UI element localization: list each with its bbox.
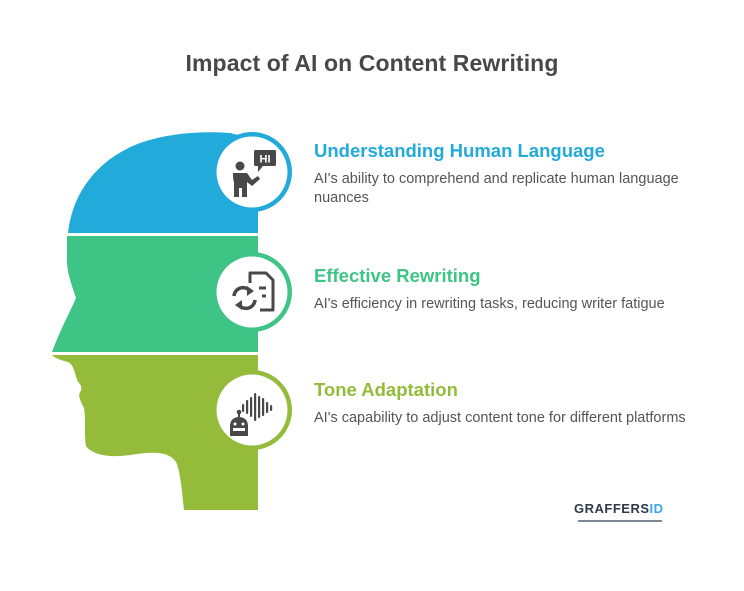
item-description: AI's efficiency in rewriting tasks, redu… xyxy=(314,296,665,312)
logo-brand: GRAFFERSID xyxy=(574,501,664,516)
logo-brand-accent: ID xyxy=(649,501,664,516)
document-refresh-icon xyxy=(232,271,275,312)
item-description: AI's ability to comprehend and replicate… xyxy=(314,171,679,206)
item-tone-adaptation: Tone Adaptation AI's capability to adjus… xyxy=(314,379,714,428)
robot-soundwave-icon xyxy=(230,393,273,436)
item-heading: Understanding Human Language xyxy=(314,140,605,161)
item-heading: Tone Adaptation xyxy=(314,379,458,400)
person-speaking-hi-icon: HI xyxy=(233,150,276,197)
understanding-icon-badge: HI xyxy=(212,132,292,212)
logo-brand-main: GRAFFERS xyxy=(574,501,650,516)
item-effective-rewriting: Effective Rewriting AI's efficiency in r… xyxy=(314,265,714,314)
head-section-tone xyxy=(52,355,258,510)
item-description: AI's capability to adjust content tone f… xyxy=(314,410,686,426)
page-title: Impact of AI on Content Rewriting xyxy=(185,50,559,76)
graffersid-logo: GRAFFERSID xyxy=(574,501,670,527)
head-section-rewriting xyxy=(52,236,258,352)
tone-icon-badge xyxy=(212,370,292,450)
svg-text:HI: HI xyxy=(260,154,271,166)
head-section-understanding xyxy=(68,132,258,233)
item-understanding-human-language: Understanding Human Language AI's abilit… xyxy=(314,140,714,208)
logo-tagline-line xyxy=(578,520,662,522)
item-heading: Effective Rewriting xyxy=(314,265,481,286)
rewriting-icon-badge xyxy=(212,252,292,332)
